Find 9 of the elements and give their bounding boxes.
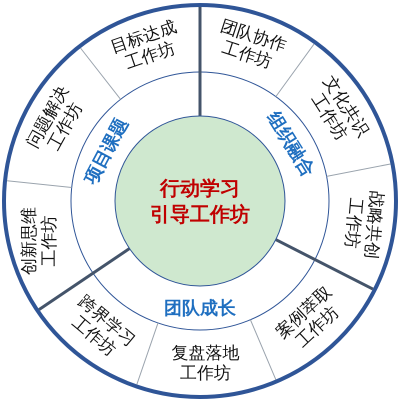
workshop-label: 创新思维工作坊 [20, 206, 60, 276]
workshop-label: 战略共创工作坊 [340, 189, 387, 260]
workshop-label: 团队协作工作坊 [217, 16, 290, 75]
center-label: 行动学习引导工作坊 [150, 175, 250, 227]
workshop-label: 复盘落地工作坊 [170, 344, 241, 384]
workshop-label: 案例萃取工作坊 [272, 282, 344, 354]
workshop-label: 目标达成工作坊 [107, 16, 180, 76]
workshop-label: 跨界学习工作坊 [66, 291, 140, 364]
group-label: 团队成长 [164, 297, 236, 320]
